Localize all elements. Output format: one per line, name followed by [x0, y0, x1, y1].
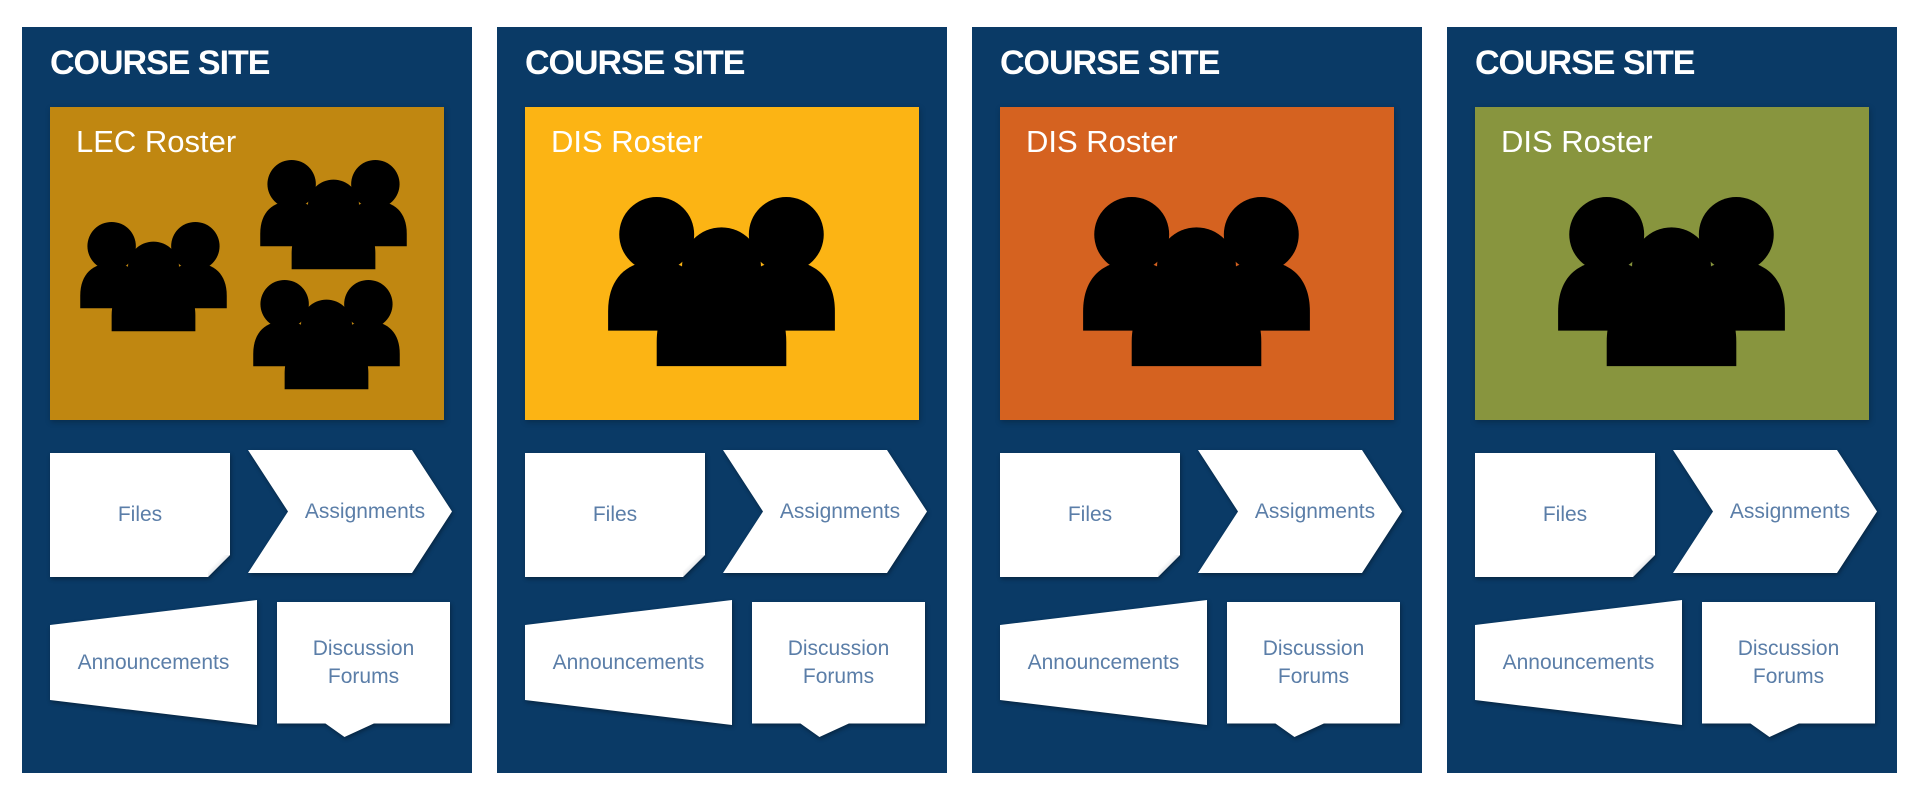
discussion-forums-shape: Discussion Forums: [277, 602, 450, 737]
discussion-forums-label: Discussion Forums: [1737, 637, 1840, 688]
files-label: Files: [117, 503, 163, 526]
dis-roster-panel: DIS Roster: [1475, 107, 1869, 420]
assignments-label: Assignments: [1254, 499, 1376, 523]
people-group-icon: [608, 197, 835, 367]
assignments-shape: Assignments: [723, 450, 927, 573]
assignments-label: Assignments: [779, 499, 901, 523]
people-group-icon: [1558, 197, 1785, 367]
card-title: COURSE SITE: [50, 44, 270, 82]
files-shape: Files: [1000, 453, 1180, 577]
files-shape: Files: [525, 453, 705, 577]
announcements-label: Announcements: [1027, 650, 1180, 674]
course-site-card-dis-1: COURSE SITE DIS Roster Files Assignments…: [497, 27, 947, 773]
files-shape: Files: [50, 453, 230, 577]
announcements-label: Announcements: [77, 650, 230, 674]
course-site-card-dis-2: COURSE SITE DIS Roster Files Assignments…: [972, 27, 1422, 773]
dis-roster-panel: DIS Roster: [525, 107, 919, 420]
announcements-shape: Announcements: [525, 600, 732, 725]
discussion-forums-shape: Discussion Forums: [1227, 602, 1400, 737]
card-title: COURSE SITE: [1000, 44, 1220, 82]
people-group-icon: [260, 159, 407, 270]
announcements-shape: Announcements: [1475, 600, 1682, 725]
folded-corner-icon: [1633, 555, 1655, 577]
discussion-forums-label: Discussion Forums: [787, 637, 890, 688]
course-site-card-lec: COURSE SITE LEC Roster Files Assignments…: [22, 27, 472, 773]
assignments-label: Assignments: [1729, 499, 1851, 523]
roster-label: DIS Roster: [551, 124, 703, 159]
folded-corner-icon: [208, 555, 230, 577]
announcements-shape: Announcements: [1000, 600, 1207, 725]
discussion-forums-shape: Discussion Forums: [752, 602, 925, 737]
files-label: Files: [1542, 503, 1588, 526]
announcements-label: Announcements: [552, 650, 705, 674]
folded-corner-icon: [683, 555, 705, 577]
course-site-card-dis-3: COURSE SITE DIS Roster Files Assignments…: [1447, 27, 1897, 773]
files-label: Files: [592, 503, 638, 526]
course-site-diagram: COURSE SITE LEC Roster Files Assignments…: [22, 27, 1897, 773]
discussion-forums-shape: Discussion Forums: [1702, 602, 1875, 737]
card-title: COURSE SITE: [1475, 44, 1695, 82]
files-shape: Files: [1475, 453, 1655, 577]
announcements-shape: Announcements: [50, 600, 257, 725]
folded-corner-icon: [1158, 555, 1180, 577]
people-group-icon: [253, 279, 400, 390]
discussion-forums-label: Discussion Forums: [312, 637, 415, 688]
lec-roster-panel: LEC Roster: [50, 107, 444, 420]
roster-label: DIS Roster: [1501, 124, 1653, 159]
people-group-icon: [1083, 197, 1310, 367]
roster-label: LEC Roster: [76, 124, 237, 159]
assignments-shape: Assignments: [1198, 450, 1402, 573]
assignments-label: Assignments: [304, 499, 426, 523]
files-label: Files: [1067, 503, 1113, 526]
people-group-icon: [80, 221, 227, 332]
assignments-shape: Assignments: [1673, 450, 1877, 573]
assignments-shape: Assignments: [248, 450, 452, 573]
announcements-label: Announcements: [1502, 650, 1655, 674]
discussion-forums-label: Discussion Forums: [1262, 637, 1365, 688]
dis-roster-panel: DIS Roster: [1000, 107, 1394, 420]
card-title: COURSE SITE: [525, 44, 745, 82]
roster-label: DIS Roster: [1026, 124, 1178, 159]
